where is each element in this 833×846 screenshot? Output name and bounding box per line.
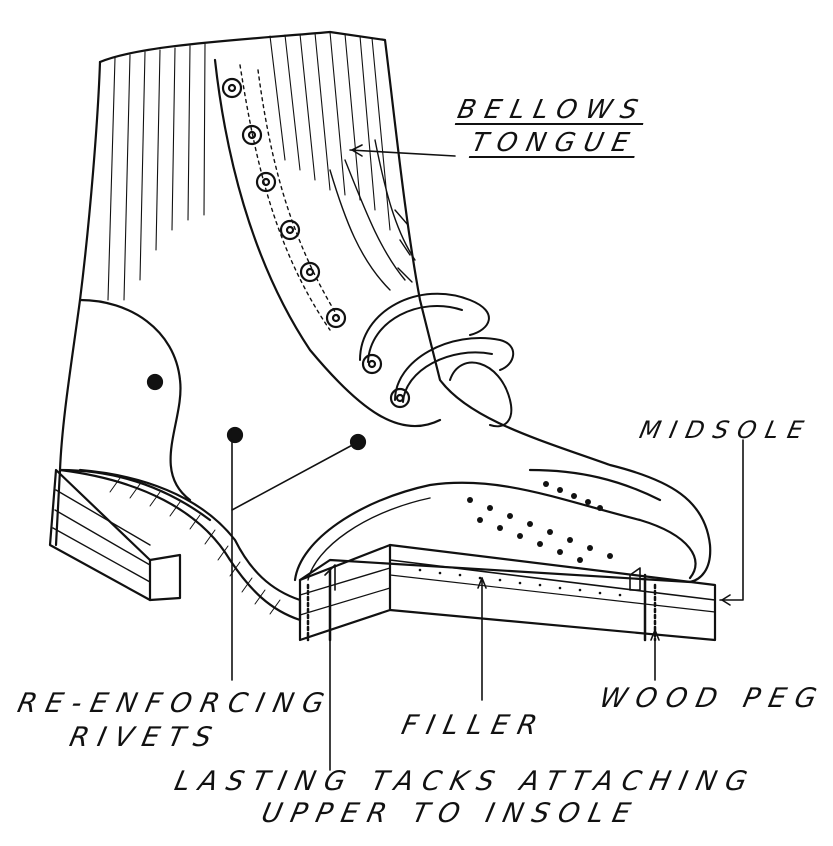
lace-hooks <box>359 292 515 428</box>
vamp-perforations <box>467 481 613 563</box>
shaft-hatching <box>107 31 391 301</box>
label-filler: FILLER <box>398 710 549 741</box>
shank-hatching <box>109 477 281 615</box>
label-bellows-line2: TONGUE <box>468 128 641 158</box>
label-wood-peg: WOOD PEG <box>596 683 829 714</box>
rivet-heel <box>226 426 244 444</box>
eyelets <box>221 77 411 409</box>
heel-block <box>48 468 182 602</box>
vamp-welt <box>293 481 697 582</box>
eyelet-facing <box>213 58 442 428</box>
leader-lines <box>231 144 744 771</box>
label-tacks-line1: LASTING TACKS ATTACHING <box>171 766 759 797</box>
quarter-seam <box>78 298 192 502</box>
label-midsole: MIDSOLE <box>637 416 815 444</box>
rivet-shaft <box>146 373 164 391</box>
sole-cross-section <box>298 543 717 642</box>
label-bellows-line1: BELLOWS <box>454 95 650 125</box>
label-tacks-line2: UPPER TO INSOLE <box>258 798 643 829</box>
filler-texture <box>418 568 622 597</box>
tongue-folds <box>329 139 416 291</box>
label-rivets-line2: RIVETS <box>66 722 224 753</box>
toe-cap-line <box>528 468 662 502</box>
boot-shaft-outline <box>98 30 712 584</box>
label-rivets-line1: RE-ENFORCING <box>14 688 336 719</box>
